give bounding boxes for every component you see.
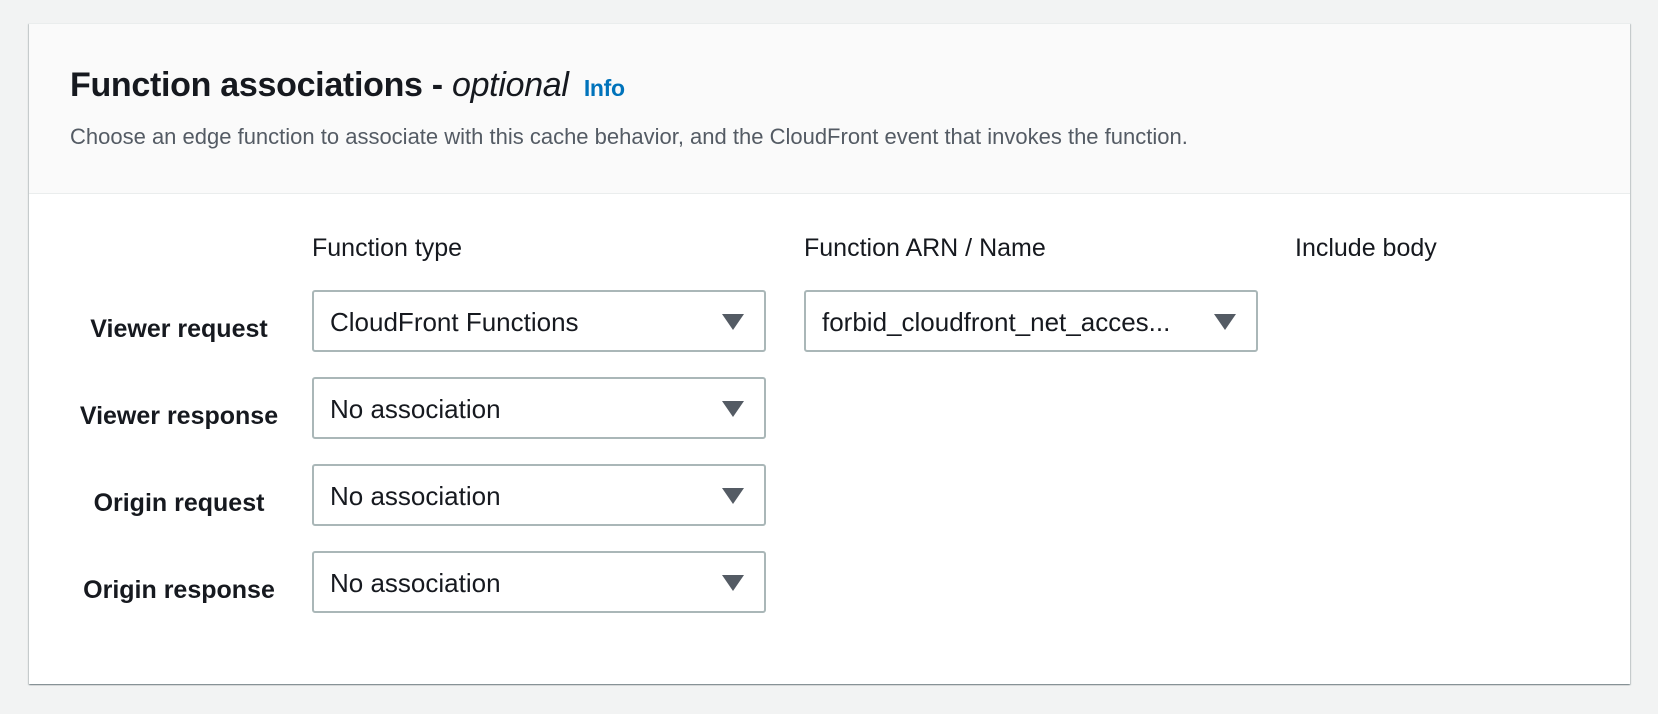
viewer-request-function-arn-select[interactable]: forbid_cloudfront_net_acces... [804, 290, 1258, 352]
function-associations-panel: Function associations - optional Info Ch… [29, 23, 1630, 684]
origin-response-function-type-select[interactable]: No association [312, 551, 766, 613]
viewer-response-function-type-select[interactable]: No association [312, 377, 766, 439]
caret-down-icon [722, 488, 744, 504]
selected-value: No association [330, 394, 501, 424]
row-label-origin-request: Origin request [93, 489, 265, 517]
title-optional: optional [451, 66, 569, 104]
selected-value: No association [330, 568, 501, 598]
caret-down-icon [722, 314, 744, 330]
row-label-origin-response: Origin response [83, 576, 275, 604]
info-link[interactable]: Info [583, 75, 625, 101]
caret-down-icon [722, 401, 744, 417]
row-label-viewer-request: Viewer request [90, 315, 268, 343]
selected-value: forbid_cloudfront_net_acces... [822, 307, 1171, 337]
column-header-function-arn: Function ARN / Name [804, 234, 1046, 262]
caret-down-icon [1214, 314, 1236, 330]
panel-title: Function associations - optional Info [70, 66, 625, 105]
selected-value: No association [330, 481, 501, 511]
caret-down-icon [722, 575, 744, 591]
column-header-include-body: Include body [1295, 234, 1437, 262]
selected-value: CloudFront Functions [330, 307, 579, 337]
origin-request-function-type-select[interactable]: No association [312, 464, 766, 526]
viewer-request-function-type-select[interactable]: CloudFront Functions [312, 290, 766, 352]
title-text: Function associations - [70, 66, 443, 104]
column-header-function-type: Function type [312, 234, 463, 262]
row-label-viewer-response: Viewer response [79, 402, 279, 430]
panel-description: Choose an edge function to associate wit… [70, 124, 1188, 149]
panel-header: Function associations - optional Info Ch… [29, 24, 1630, 194]
